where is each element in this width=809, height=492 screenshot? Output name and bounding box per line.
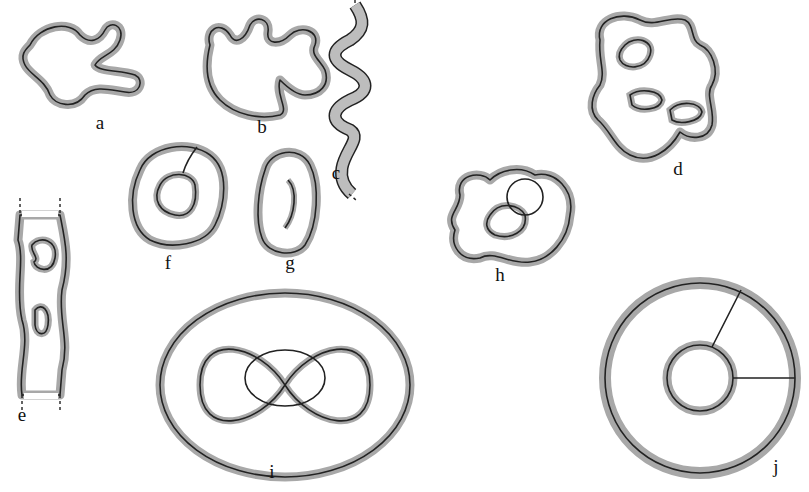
figure-letter: i	[269, 462, 274, 481]
figure-letter: c	[332, 163, 340, 182]
figure-letter: f	[165, 253, 171, 272]
figure-letter: j	[773, 457, 778, 476]
figure-letter: g	[285, 253, 295, 272]
figure-letter: b	[257, 117, 267, 136]
strip-e	[18, 198, 66, 410]
blob-h	[452, 170, 571, 263]
blob-d	[592, 16, 715, 158]
annulus-f	[133, 147, 224, 245]
figure-letter: d	[673, 159, 683, 178]
figure-letter: e	[18, 405, 26, 424]
figure-letter: a	[96, 113, 104, 132]
annulus-j	[605, 283, 795, 473]
oval-i	[160, 293, 410, 477]
blob-b	[207, 19, 326, 117]
blob-a	[23, 25, 140, 105]
figure-letter: h	[495, 265, 505, 284]
blob-g	[258, 152, 316, 253]
